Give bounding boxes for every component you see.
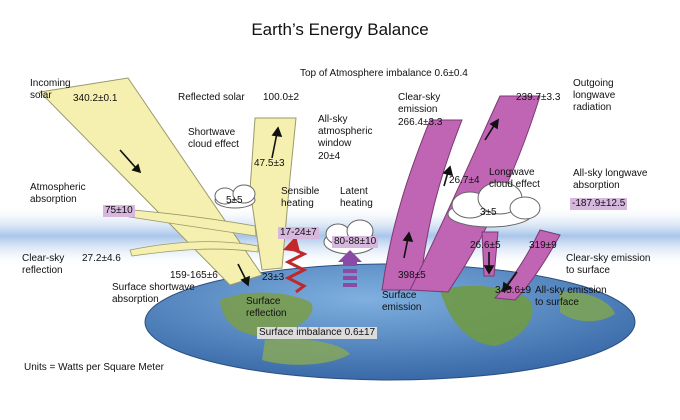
- atmospheric-window-value: 20±4: [318, 151, 341, 162]
- clear-sky-reflection-label: Clear-sky reflection: [22, 253, 65, 276]
- clear-sky-emission-label: Clear-sky emission: [398, 92, 441, 115]
- land-mass-east: [440, 285, 533, 346]
- back-radiation-beam: [493, 229, 561, 301]
- all-sky-lw-absorption-value: -187.9±12.5: [570, 198, 628, 210]
- surface-reflection-label: Surface reflection: [246, 296, 287, 319]
- latent-heating-value: 80-88±10: [332, 236, 379, 248]
- longwave-cloud-effect-value: 26.7±4: [449, 175, 480, 186]
- atmospheric-absorption-label: Atmospheric absorption: [30, 182, 86, 205]
- surface-shortwave-absorption-label: Surface shortwave absorption: [112, 282, 195, 305]
- atmospheric-absorption-value: 75±10: [103, 205, 135, 217]
- surface-shortwave-absorption-value: 159-165±6: [170, 270, 218, 281]
- clear-sky-emission-value: 266.4±3.3: [398, 117, 443, 128]
- shortwave-cloud-effect-value: 47.5±3: [254, 158, 285, 169]
- sensible-heating-zigzag: [284, 246, 308, 294]
- sensible-heating-label: Sensible heating: [281, 186, 320, 209]
- incoming-solar-label: Incoming solar: [30, 78, 71, 101]
- large-cloud-value: 3±5: [480, 207, 497, 218]
- land-mass-south: [262, 338, 350, 365]
- longwave-cloud-effect-label: Longwave cloud effect: [489, 167, 540, 190]
- surface-arrow: [237, 263, 247, 281]
- surface-reflection-value: 23±3: [262, 272, 285, 283]
- surface-emission-label: Surface emission: [382, 290, 422, 313]
- back-arrow: [506, 271, 518, 287]
- clear-sky-reflection-value: 27.2±4.6: [82, 253, 121, 264]
- emission-arrow: [403, 237, 409, 259]
- cloud-back-radiation-beam: [481, 231, 499, 277]
- sensible-heating-arrowhead: [283, 236, 300, 252]
- land-mass-far-east: [560, 291, 615, 322]
- toa-imbalance-label: Top of Atmosphere imbalance 0.6±0.4: [300, 68, 468, 79]
- units-note: Units = Watts per Square Meter: [24, 362, 164, 373]
- outgoing-arrow: [484, 123, 496, 141]
- outgoing-longwave-value: 239.7±3.3: [516, 92, 561, 103]
- cloud-to-surface-value: 26.6±5: [470, 240, 501, 251]
- diagram-title: Earth’s Energy Balance: [251, 20, 429, 39]
- surface-emission-value: 398±5: [398, 270, 426, 281]
- all-sky-emission-surface-value: 345.6±9: [495, 285, 532, 296]
- reflected-solar-label: Reflected solar: [178, 92, 245, 103]
- small-cloud-value: 5±5: [226, 195, 243, 206]
- latent-heating-arrow: [338, 250, 362, 287]
- surface-imbalance-label: Surface imbalance 0.6±17: [257, 327, 378, 339]
- incoming-arrow: [119, 149, 137, 169]
- reflected-arrow: [271, 132, 278, 159]
- clear-sky-emission-beam: [381, 119, 463, 291]
- outgoing-longwave-label: Outgoing longwave radiation: [573, 78, 616, 113]
- sensible-heating-value: 17-24±7: [278, 227, 319, 239]
- small-cloud: [214, 184, 256, 209]
- atmospheric-absorption-swoop: [109, 207, 257, 237]
- latent-heating-label: Latent heating: [340, 186, 373, 209]
- large-cloud: [447, 181, 541, 228]
- shortwave-cloud-effect-label: Shortwave cloud effect: [188, 127, 239, 150]
- incoming-solar-value: 340.2±0.1: [73, 93, 118, 104]
- clear-sky-emission-surface-value: 319±9: [529, 240, 557, 251]
- clear-sky-reflection-swoop: [129, 241, 259, 257]
- all-sky-emission-surface-label: All-sky emission to surface: [535, 285, 607, 308]
- clear-sky-emission-surface-label: Clear-sky emission to surface: [566, 253, 651, 276]
- atmospheric-window-label: All-sky atmospheric window: [318, 114, 373, 149]
- land-mass-west: [220, 292, 313, 337]
- reflected-solar-value: 100.0±2: [263, 92, 300, 103]
- all-sky-lw-absorption-label: All-sky longwave absorption: [573, 168, 648, 191]
